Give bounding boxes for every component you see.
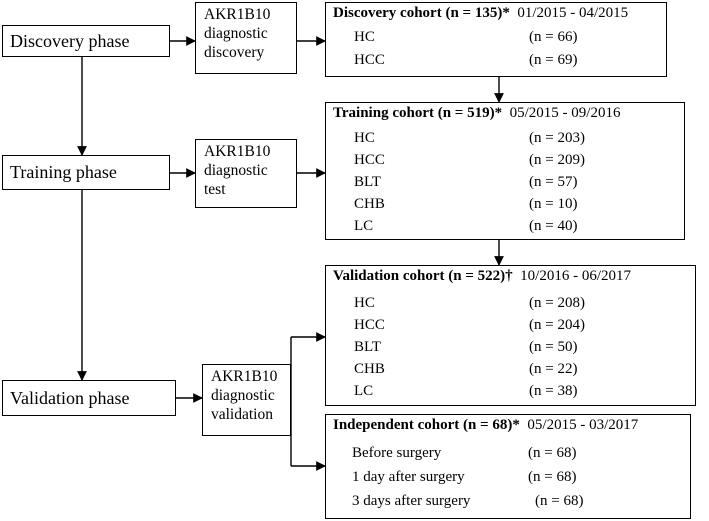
independent-cohort-title: Independent cohort (n = 68)* — [333, 417, 520, 433]
discovery-cohort-period: 01/2015 - 04/2015 — [517, 5, 629, 21]
training-row-count: (n = 40) — [529, 218, 578, 234]
discovery-row-count: (n = 66) — [529, 29, 578, 45]
validation-row-count: (n = 208) — [529, 295, 585, 311]
training-cohort-title: Training cohort (n = 519)* — [333, 105, 503, 121]
independent-row-label: Before surgery — [352, 445, 442, 461]
independent-cohort-period: 05/2015 - 03/2017 — [527, 417, 639, 433]
discovery-test-line-3: discovery — [204, 44, 265, 61]
independent-cohort-box: Independent cohort (n = 68)* 05/2015 - 0… — [325, 414, 691, 519]
discovery-cohort-box: Discovery cohort (n = 135)* 01/2015 - 04… — [325, 2, 667, 77]
validation-test-line-1: AKR1B10 — [211, 368, 278, 385]
discovery-test-line-1: AKR1B10 — [204, 6, 271, 23]
validation-cohort-title: Validation cohort (n = 522)† — [333, 268, 513, 284]
training-phase-label: Training phase — [10, 162, 117, 182]
validation-test-box: AKR1B10 diagnostic validation — [202, 364, 291, 436]
validation-phase-label: Validation phase — [10, 387, 130, 408]
training-row-count: (n = 10) — [529, 196, 578, 212]
training-cohort-box: Training cohort (n = 519)* 05/2015 - 09/… — [325, 102, 685, 240]
training-row-count: (n = 203) — [529, 130, 585, 146]
validation-cohort-heading: Validation cohort (n = 522)† 10/2016 - 0… — [333, 268, 631, 285]
independent-row-label: 3 days after surgery — [352, 493, 471, 509]
validation-cohort-period: 10/2016 - 06/2017 — [520, 268, 632, 284]
training-row-label: BLT — [354, 174, 381, 190]
training-phase-box: Training phase — [2, 155, 170, 190]
validation-test-line-3: validation — [211, 406, 273, 423]
discovery-phase-box: Discovery phase — [2, 25, 170, 57]
independent-row-label: 1 day after surgery — [352, 469, 465, 485]
training-test-box: AKR1B10 diagnostic test — [195, 139, 297, 208]
training-test-line-1: AKR1B10 — [204, 143, 271, 160]
discovery-row-count: (n = 69) — [529, 52, 578, 68]
validation-cohort-box: Validation cohort (n = 522)† 10/2016 - 0… — [325, 265, 696, 406]
discovery-cohort-title: Discovery cohort (n = 135)* — [333, 5, 510, 21]
independent-row-count: (n = 68) — [528, 445, 577, 461]
discovery-test-line-2: diagnostic — [204, 25, 268, 42]
validation-row-label: HC — [354, 295, 375, 311]
validation-phase-box: Validation phase — [2, 380, 176, 416]
independent-row-count: (n = 68) — [528, 469, 577, 485]
validation-row-count: (n = 38) — [529, 383, 578, 399]
validation-row-count: (n = 204) — [529, 317, 585, 333]
training-row-label: CHB — [354, 196, 385, 212]
independent-row-count: (n = 68) — [535, 493, 584, 509]
training-row-label: HC — [354, 130, 375, 146]
training-cohort-period: 05/2015 - 09/2016 — [509, 105, 621, 121]
training-row-count: (n = 209) — [529, 152, 585, 168]
discovery-row-label: HC — [354, 29, 375, 45]
discovery-cohort-heading: Discovery cohort (n = 135)* 01/2015 - 04… — [333, 5, 628, 22]
validation-row-label: LC — [354, 383, 374, 399]
training-test-line-3: test — [204, 181, 226, 198]
discovery-row-label: HCC — [354, 52, 385, 68]
training-row-label: LC — [354, 218, 374, 234]
validation-row-count: (n = 22) — [529, 361, 578, 377]
validation-row-label: BLT — [354, 339, 381, 355]
training-row-label: HCC — [354, 152, 385, 168]
independent-cohort-heading: Independent cohort (n = 68)* 05/2015 - 0… — [333, 417, 638, 434]
validation-row-label: HCC — [354, 317, 385, 333]
training-cohort-heading: Training cohort (n = 519)* 05/2015 - 09/… — [333, 105, 620, 122]
validation-row-count: (n = 50) — [529, 339, 578, 355]
training-row-count: (n = 57) — [529, 174, 578, 190]
validation-row-label: CHB — [354, 361, 385, 377]
discovery-phase-label: Discovery phase — [10, 30, 130, 51]
training-test-line-2: diagnostic — [204, 162, 268, 179]
validation-test-line-2: diagnostic — [211, 387, 275, 404]
discovery-test-box: AKR1B10 diagnostic discovery — [195, 2, 297, 74]
